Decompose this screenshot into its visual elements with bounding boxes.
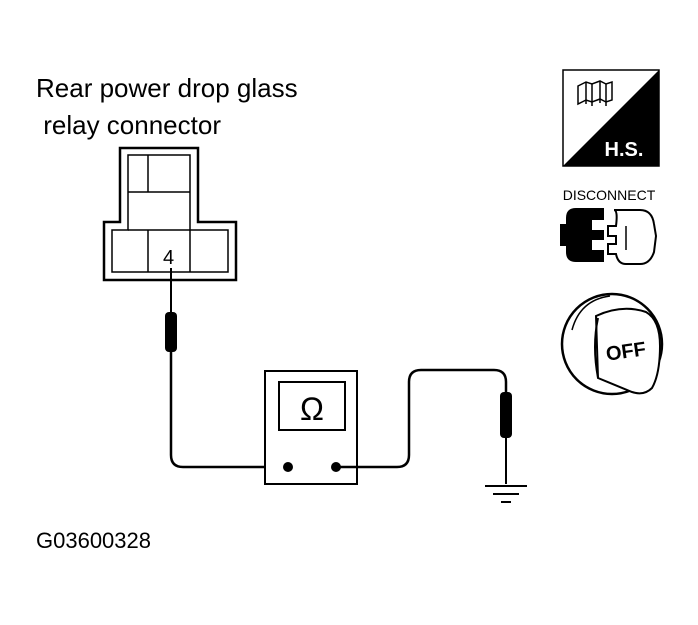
disconnect-battery-icon: [560, 208, 658, 265]
terminal-number: 4: [163, 247, 174, 269]
figure-id: G03600328: [36, 528, 151, 553]
ohmmeter: [264, 370, 358, 485]
connector-title-line1: Rear power drop glass: [36, 73, 298, 103]
disconnect-label: DISCONNECT: [563, 187, 656, 203]
left-probe: [165, 268, 177, 352]
hot-start-label: H.S.: [605, 139, 644, 161]
ground-icon: [485, 485, 527, 503]
ohm-symbol: Ω: [300, 391, 324, 427]
hot-start-icon: H.S.: [562, 69, 660, 167]
ignition-off-icon: OFF: [560, 292, 664, 396]
connector-title-line2: relay connector: [36, 110, 221, 140]
right-probe: [500, 392, 512, 484]
left-lead-wire: [169, 352, 288, 469]
relay-connector: [102, 146, 238, 282]
right-lead-wire: [336, 368, 508, 469]
